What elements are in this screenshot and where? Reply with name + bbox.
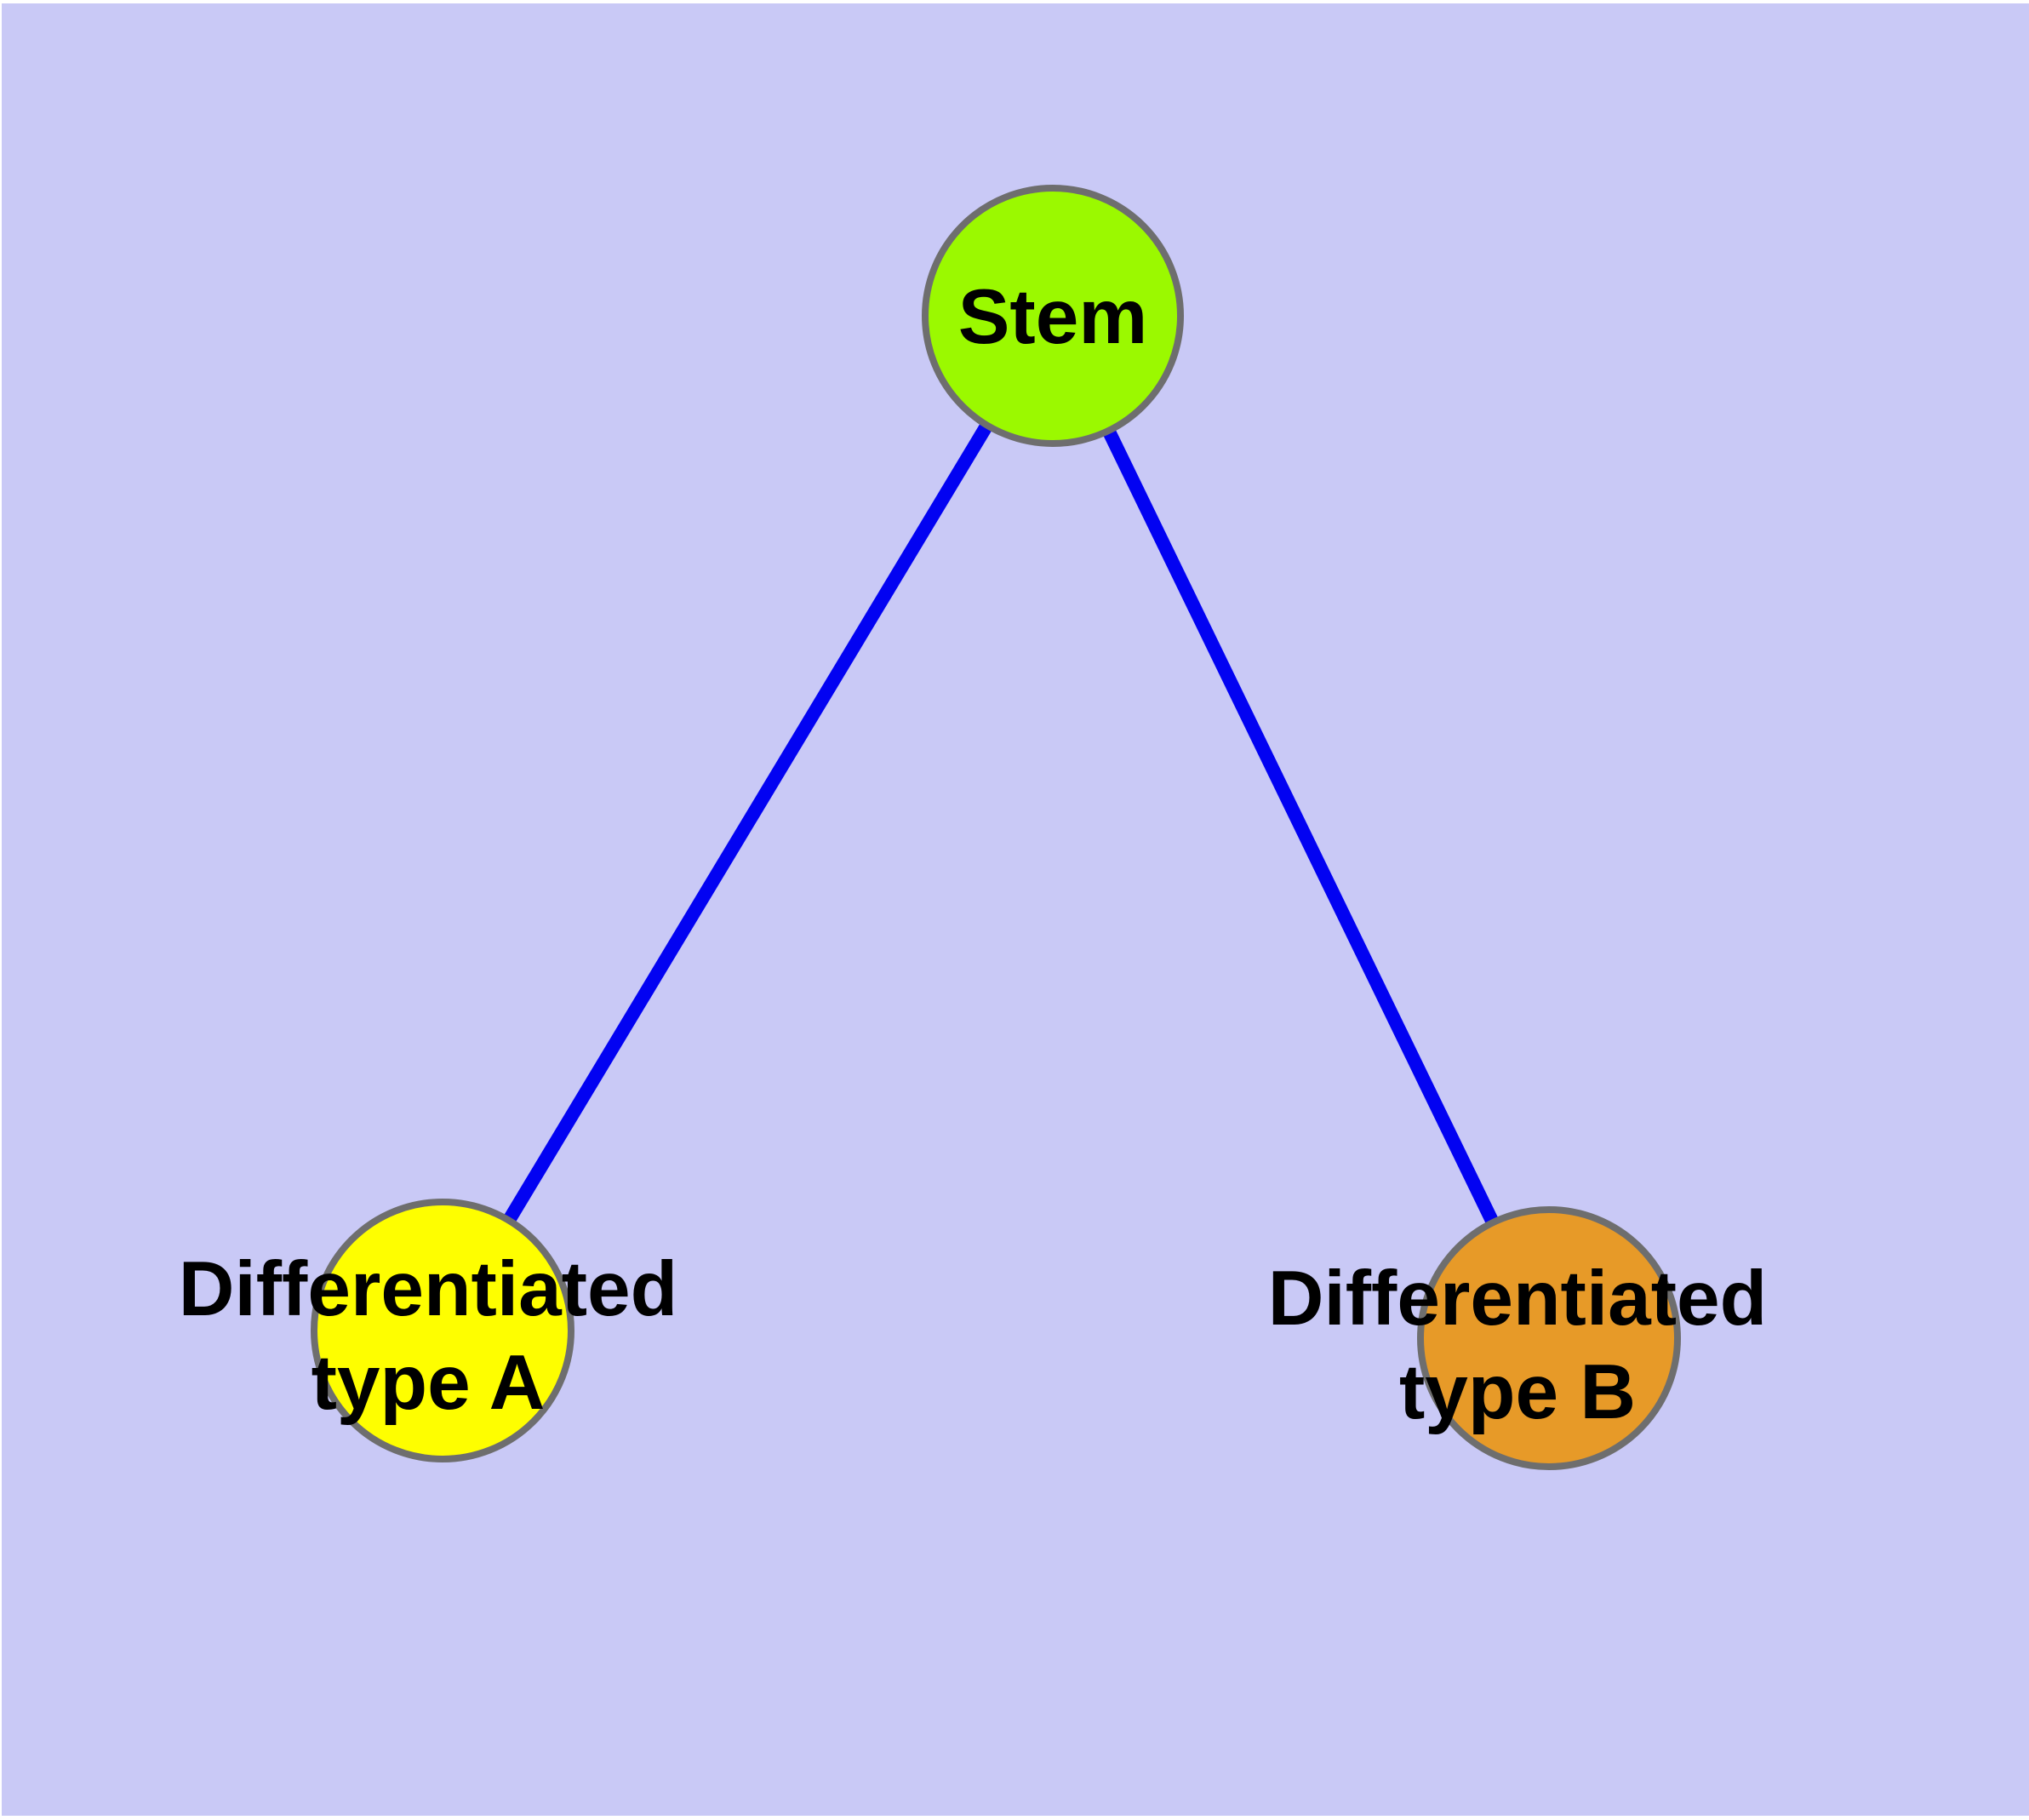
nodes-layer [311,185,1681,1470]
node-stem-label: Stem [958,274,1148,360]
edge-stem-to-differentiated-type-a [437,312,1059,1335]
edges-layer [437,312,1556,1342]
node-differentiated-type-b [1417,1206,1681,1470]
node-stem [922,185,1184,447]
edge-stem-to-differentiated-type-b [1046,312,1556,1342]
node-differentiated-type-a [311,1199,574,1462]
